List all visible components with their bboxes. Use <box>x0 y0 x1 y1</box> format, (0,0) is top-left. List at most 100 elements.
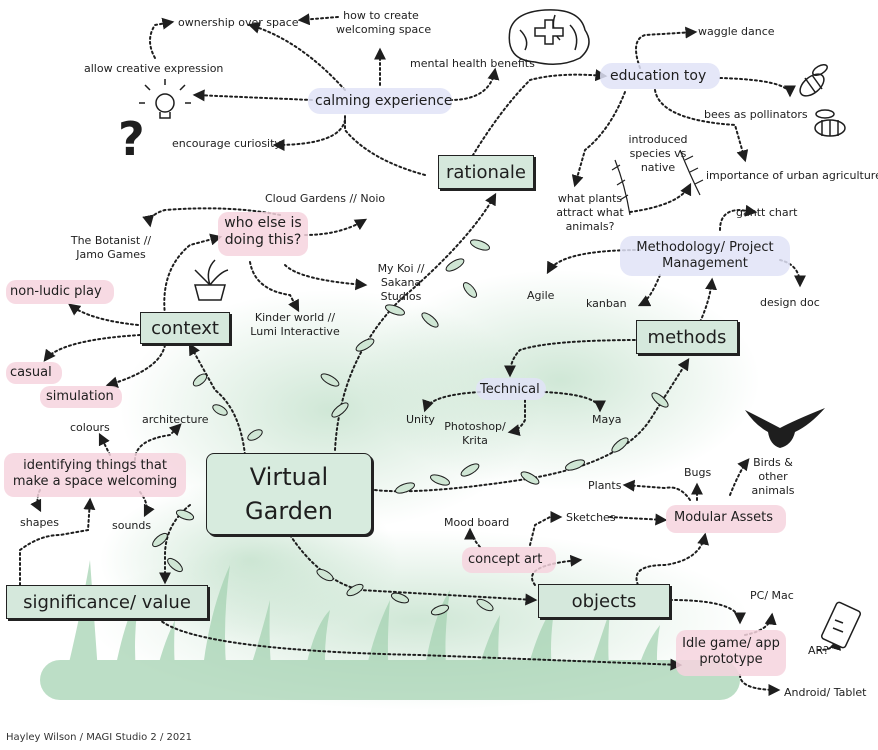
hub-significance[interactable]: significance/ value <box>6 585 208 619</box>
node-design-doc[interactable]: design doc <box>760 296 820 309</box>
hub-context[interactable]: context <box>140 312 230 344</box>
node-agile[interactable]: Agile <box>527 289 555 302</box>
hub-significance-label: significance/ value <box>23 591 191 613</box>
hub-rationale[interactable]: rationale <box>438 155 534 189</box>
node-waggle-dance[interactable]: waggle dance <box>698 25 775 38</box>
node-concept-art[interactable]: concept art <box>468 552 543 567</box>
birds-line3: animals <box>751 484 795 497</box>
central-title-line1: Virtual <box>249 463 329 491</box>
node-bugs[interactable]: Bugs <box>684 466 712 479</box>
node-colours[interactable]: colours <box>70 421 110 434</box>
node-maya[interactable]: Maya <box>592 413 622 426</box>
node-urban-agriculture[interactable]: importance of urban agriculture <box>706 169 878 182</box>
birds-line2: other <box>758 470 788 483</box>
plants-attract-line1: what plants <box>557 192 623 205</box>
education-highlight <box>600 63 720 89</box>
central-title-line2: Garden <box>245 497 333 525</box>
idle-highlight <box>676 630 786 676</box>
methodology-highlight <box>620 236 790 276</box>
node-ar[interactable]: AR? <box>808 644 830 657</box>
node-pc-mac[interactable]: PC/ Mac <box>750 589 794 602</box>
node-welcoming-space[interactable]: how to create welcoming space <box>336 9 432 37</box>
question-mark-icon: ? <box>118 112 145 166</box>
node-kanban[interactable]: kanban <box>586 297 627 310</box>
author-credit: Hayley Wilson / MAGI Studio 2 / 2021 <box>6 732 192 743</box>
calming-highlight <box>308 88 452 114</box>
my-koi-line2: Sakana <box>380 276 422 289</box>
brain-icon <box>508 9 590 65</box>
node-my-koi[interactable]: My Koi // Sakana Studios <box>366 262 436 304</box>
plant-sketch-icon <box>611 149 704 216</box>
welcoming-line2: welcoming space <box>336 23 432 36</box>
node-birds-animals[interactable]: Birds & other animals <box>746 456 800 498</box>
hub-methods[interactable]: methods <box>636 320 738 354</box>
node-calming-experience[interactable]: calming experience <box>315 93 453 109</box>
node-plants[interactable]: Plants <box>588 479 622 492</box>
node-education-toy[interactable]: education toy <box>610 68 707 84</box>
node-casual[interactable]: casual <box>10 365 52 380</box>
technical-highlight <box>476 378 546 400</box>
kinder-line2: Lumi Interactive <box>250 325 340 338</box>
node-kinder-world[interactable]: Kinder world // Lumi Interactive <box>248 311 342 339</box>
node-what-plants-attract[interactable]: what plants attract what animals? <box>550 192 630 234</box>
concept-art-highlight <box>462 547 556 573</box>
node-sketches[interactable]: Sketches <box>566 511 616 524</box>
casual-highlight <box>6 362 62 384</box>
bee-icon-2 <box>814 109 846 137</box>
node-bees-pollinators[interactable]: bees as pollinators <box>704 108 808 121</box>
node-unity[interactable]: Unity <box>406 413 435 426</box>
hub-context-label: context <box>151 317 219 339</box>
node-architecture[interactable]: architecture <box>142 413 209 426</box>
connectors <box>19 13 841 696</box>
phone-icon <box>821 601 861 649</box>
node-gantt-chart[interactable]: gantt chart <box>736 206 798 219</box>
node-creative-expression[interactable]: allow creative expression <box>84 62 224 75</box>
node-curiosity[interactable]: encourage curiosity <box>172 137 281 150</box>
grass-illustration <box>40 560 740 700</box>
introduced-line2: species vs <box>629 147 687 160</box>
node-ownership[interactable]: ownership over space <box>178 16 299 29</box>
welcoming-line1: how to create <box>343 9 419 22</box>
modular-highlight <box>666 505 786 533</box>
node-cloud-gardens[interactable]: Cloud Gardens // Noio <box>265 192 386 205</box>
node-non-ludic-play[interactable]: non-ludic play <box>10 284 102 299</box>
node-identifying-welcoming[interactable]: identifying things that make a space wel… <box>6 458 184 490</box>
node-idle-game[interactable]: Idle game/ app prototype <box>680 636 782 668</box>
methodology-line1: Methodology/ Project <box>636 240 774 255</box>
botanist-line1: The Botanist // <box>70 234 152 247</box>
node-photoshop-krita[interactable]: Photoshop/ Krita <box>440 420 510 448</box>
node-simulation[interactable]: simulation <box>46 389 114 404</box>
node-methodology[interactable]: Methodology/ Project Management <box>622 240 788 272</box>
central-node-virtual-garden[interactable]: Virtual Garden <box>206 453 372 535</box>
idle-line2: prototype <box>699 652 763 667</box>
node-who-else[interactable]: who else is doing this? <box>220 215 306 249</box>
hub-methods-label: methods <box>647 326 727 348</box>
methodology-line2: Management <box>662 256 748 271</box>
magpie-bird-icon <box>745 408 825 448</box>
plants-attract-line3: animals? <box>565 220 615 233</box>
botanist-line2: Jamo Games <box>76 248 146 261</box>
my-koi-line1: My Koi // <box>377 262 425 275</box>
node-botanist[interactable]: The Botanist // Jamo Games <box>66 234 156 262</box>
identifying-line1: identifying things that <box>23 458 167 473</box>
node-modular-assets[interactable]: Modular Assets <box>674 510 774 525</box>
node-mood-board[interactable]: Mood board <box>444 516 510 529</box>
node-sounds[interactable]: sounds <box>112 519 152 532</box>
who-else-highlight <box>218 212 308 256</box>
node-introduced-species[interactable]: introduced species vs native <box>620 133 696 175</box>
lightbulb-icon <box>139 79 191 119</box>
potted-plant-icon <box>194 259 229 301</box>
non-ludic-highlight <box>6 280 114 304</box>
bee-icon <box>799 63 828 97</box>
vine-leaves <box>152 239 669 616</box>
kinder-line1: Kinder world // <box>254 311 336 324</box>
node-shapes[interactable]: shapes <box>20 516 59 529</box>
hub-objects[interactable]: objects <box>538 584 670 618</box>
node-android-tablet[interactable]: Android/ Tablet <box>784 686 867 699</box>
node-technical[interactable]: Technical <box>480 382 540 397</box>
node-mental-health[interactable]: mental health benefits <box>410 57 535 70</box>
svg-text:?: ? <box>118 112 145 166</box>
hub-rationale-label: rationale <box>445 161 526 183</box>
hub-objects-label: objects <box>571 590 637 612</box>
introduced-line3: native <box>640 161 676 174</box>
